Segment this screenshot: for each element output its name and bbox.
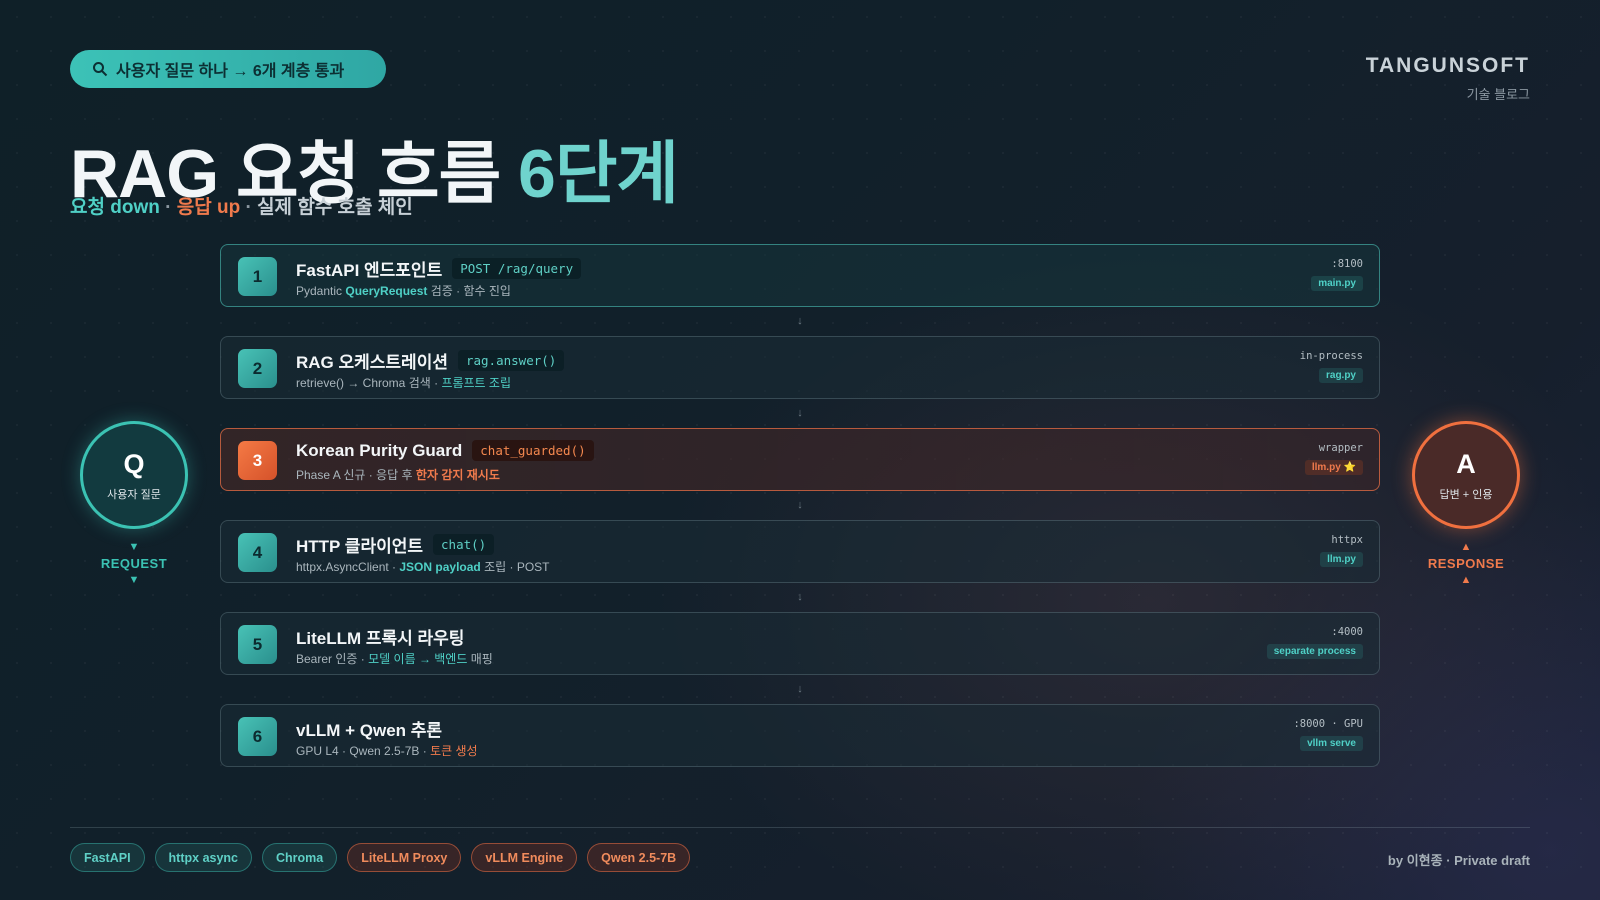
brand-name: TANGUNSOFT	[1365, 54, 1530, 77]
step-arrow: ↓	[797, 315, 803, 327]
brand-subtitle: 기술 블로그	[1466, 87, 1530, 102]
page-title-accent: 6단계	[518, 136, 679, 212]
step-port: :8100	[1331, 258, 1363, 270]
tech-tags: FastAPI httpx async Chroma LiteLLM Proxy…	[70, 843, 691, 872]
step-name: FastAPI 엔드포인트	[296, 261, 443, 280]
step-card-3: 3 Korean Purity Guard chat_guarded() Pha…	[220, 428, 1380, 491]
tech-tag: FastAPI	[70, 843, 145, 872]
step-name: LiteLLM 프록시 라우팅	[296, 629, 465, 648]
step-card-4: 4 HTTP 클라이언트 chat() httpx.AsyncClient · …	[220, 520, 1380, 583]
request-flow: ▼ REQUEST ▼	[74, 540, 194, 587]
step-file-badge: vllm serve	[1300, 736, 1363, 751]
step-arrow: ↓	[797, 499, 803, 511]
step-number: 3	[238, 441, 277, 480]
tech-tag: vLLM Engine	[471, 843, 578, 872]
step-description: httpx.AsyncClient · JSON payload 조립 · PO…	[296, 560, 550, 574]
step-card-5: 5 LiteLLM 프록시 라우팅 Bearer 인증 · 모델 이름 → 백엔…	[220, 612, 1380, 675]
response-flow: ▲ RESPONSE ▲	[1406, 540, 1526, 587]
step-code: rag.answer()	[457, 350, 565, 371]
flow-steps: 1 FastAPI 엔드포인트 POST /rag/query Pydantic…	[220, 244, 1380, 767]
step-file-badge: llm.py	[1320, 552, 1363, 567]
intro-pill-label: 사용자 질문 하나 → 6개 계층 통과	[116, 63, 345, 80]
down-arrow-icon: ▼	[128, 541, 140, 553]
step-port: :4000	[1331, 626, 1363, 638]
response-label: RESPONSE	[1427, 556, 1505, 571]
step-port: :8000 · GPU	[1293, 718, 1363, 730]
subtitle-request: 요청 down	[70, 197, 160, 218]
step-card-1: 1 FastAPI 엔드포인트 POST /rag/query Pydantic…	[220, 244, 1380, 307]
step-card-2: 2 RAG 오케스트레이션 rag.answer() retrieve() → …	[220, 336, 1380, 399]
step-name: vLLM + Qwen 추론	[296, 721, 443, 740]
page-subtitle: 요청 down · 응답 up · 실제 함수 호출 체인	[70, 192, 413, 219]
step-description: Bearer 인증 · 모델 이름 → 백엔드 매핑	[296, 652, 493, 666]
step-code: chat()	[433, 534, 495, 555]
step-description: GPU L4 · Qwen 2.5-7B · 토큰 생성	[296, 744, 478, 758]
step-description: Phase A 신규 · 응답 후 한자 감지 재시도	[296, 468, 500, 482]
page-title: RAG 요청 흐름 6단계	[70, 118, 679, 217]
subtitle-chain: 실제 함수 호출 체인	[257, 197, 413, 218]
search-icon	[93, 62, 108, 77]
down-arrow-icon: ▼	[128, 574, 140, 586]
step-port: in-process	[1299, 350, 1363, 362]
step-description: retrieve() → Chroma 검색 · 프롬프트 조립	[296, 376, 512, 390]
step-code: chat_guarded()	[472, 440, 594, 461]
step-description: Pydantic QueryRequest 검증 · 함수 진입	[296, 284, 511, 298]
step-name: HTTP 클라이언트	[296, 537, 424, 556]
up-arrow-icon: ▲	[1460, 574, 1472, 586]
subtitle-response: 응답 up	[176, 197, 241, 218]
step-file-badge: rag.py	[1318, 368, 1363, 383]
step-file-badge: separate process	[1266, 644, 1363, 659]
step-file-badge: main.py	[1311, 276, 1363, 291]
tech-tag: LiteLLM Proxy	[347, 843, 462, 872]
step-name: Korean Purity Guard	[296, 440, 463, 460]
subtitle-separator: ·	[240, 197, 258, 218]
page-title-main: RAG 요청 흐름	[70, 136, 519, 212]
step-number: 4	[238, 533, 277, 572]
tech-tag: Qwen 2.5-7B	[587, 843, 691, 872]
step-port: httpx	[1331, 534, 1363, 546]
tech-tag: httpx async	[154, 843, 253, 872]
footer-divider	[70, 827, 1530, 828]
step-file-badge: llm.py ⭐	[1304, 460, 1363, 475]
intro-pill: 사용자 질문 하나 → 6개 계층 통과	[70, 50, 386, 88]
step-port: wrapper	[1318, 442, 1363, 454]
question-label: 사용자 질문	[107, 488, 161, 501]
brand: TANGUNSOFT 기술 블로그	[1366, 54, 1530, 103]
up-arrow-icon: ▲	[1460, 541, 1472, 553]
step-card-6: 6 vLLM + Qwen 추론 GPU L4 · Qwen 2.5-7B · …	[220, 704, 1380, 767]
step-name: RAG 오케스트레이션	[296, 353, 448, 372]
step-arrow: ↓	[797, 591, 803, 603]
answer-label: 답변 + 인용	[1439, 488, 1493, 501]
question-node: Q 사용자 질문	[80, 421, 188, 529]
step-number: 6	[238, 717, 277, 756]
step-arrow: ↓	[797, 683, 803, 695]
step-number: 1	[238, 257, 277, 296]
step-arrow: ↓	[797, 407, 803, 419]
subtitle-separator: ·	[159, 197, 177, 218]
answer-letter: A	[1456, 448, 1476, 479]
step-code: POST /rag/query	[452, 258, 582, 279]
step-number: 5	[238, 625, 277, 664]
step-number: 2	[238, 349, 277, 388]
byline: by 이현종 · Private draft	[1387, 853, 1530, 868]
request-label: REQUEST	[100, 556, 168, 571]
question-letter: Q	[123, 448, 145, 479]
answer-node: A 답변 + 인용	[1412, 421, 1520, 529]
tech-tag: Chroma	[262, 843, 338, 872]
